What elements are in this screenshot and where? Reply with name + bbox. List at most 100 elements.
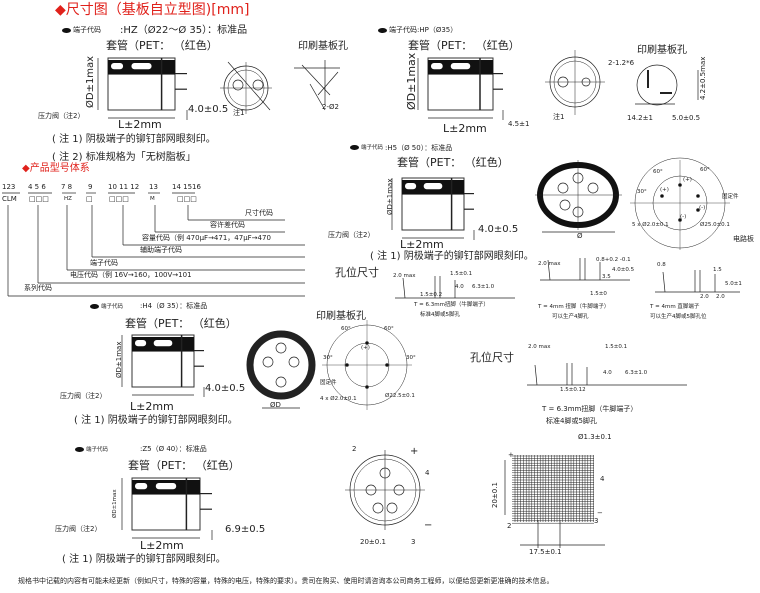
hz-pcb-title: 印刷基板孔 <box>298 41 348 52</box>
hz-valve: 压力阀（注2） <box>38 112 85 120</box>
h4-pcb-title: 印刷基板孔 <box>316 311 366 322</box>
pin-label: 3 <box>411 538 416 546</box>
hz-pcb-hole: 2-Ø2 <box>322 103 339 111</box>
h5-length: L±2mm <box>400 238 444 251</box>
h5-note1: ( 注 1) 阴极端子的铆钉部网眼刻印。 <box>370 251 534 262</box>
h4-diameter: ØD±1max <box>115 341 123 378</box>
caption: 可以生产4脚孔 <box>552 314 589 320</box>
hz-capacitor-side <box>97 57 188 120</box>
dim: 6.3±1.0 <box>625 370 648 376</box>
h5-holes: 5 x Ø2.0±0.1 <box>632 222 669 228</box>
dim: 1.5 <box>713 267 722 273</box>
h5-minus: (-) <box>699 205 706 211</box>
z5-terminal: :Z5（Ø 40）：标准品 <box>140 445 207 453</box>
hp-terminal: 端子代码:HP（Ø35） <box>378 27 457 34</box>
h4-length: L±2mm <box>130 400 174 413</box>
h5-angle: 30° <box>637 189 647 195</box>
page-title: ◆尺寸图（基板自立型图)[mm] <box>55 2 250 18</box>
dim: 2.0 <box>700 294 709 300</box>
pin-dim: 20±0.1 <box>360 538 386 546</box>
hp-pcb-hole: 2-1.2*6 <box>608 59 635 67</box>
caption: T = 4mm 直脚端子 <box>650 304 700 310</box>
h4-angle: 30° <box>323 355 333 361</box>
code-group: HZ <box>64 196 72 202</box>
note-1: ( 注 1) 阴极端子的铆钉部网眼刻印。 <box>52 134 216 145</box>
lead-diagram-c <box>655 270 740 293</box>
h5-circle: Ø25.0±0.1 <box>700 222 730 228</box>
h4-valve: 压力阀（注2） <box>60 392 107 400</box>
code-group: □□□ <box>177 195 197 203</box>
dim: 1.5±0 <box>590 291 607 297</box>
z5-sleeve: 套管（PET： （红色） <box>128 459 240 472</box>
h5-valve: 压力阀（注2） <box>328 231 375 239</box>
hz-pcb-hole-drawing <box>294 60 340 111</box>
h5-plus: (+) <box>660 187 669 193</box>
hp-pcb-view <box>635 64 699 106</box>
dim: 2.0 max <box>393 273 416 279</box>
h4-circle: Ø22.5±0.1 <box>385 393 415 399</box>
hp-capacitor-side <box>417 57 504 120</box>
dim: 2.0 <box>716 294 725 300</box>
h4-top-view <box>246 330 316 409</box>
digit-group: 123 <box>2 183 16 191</box>
caption: 可以生产4脚或5脚孔位 <box>650 314 707 320</box>
z5-valve: 压力阀（注2） <box>55 525 102 533</box>
h4-angle: 60° <box>384 326 394 332</box>
h4-angle: 30° <box>406 355 416 361</box>
dim: 1.5±0.12 <box>560 387 586 393</box>
pin-layout-view <box>345 450 425 530</box>
h5-board: 电路板 <box>733 235 754 243</box>
model-label: 尺寸代码 <box>245 209 273 217</box>
model-label: 容量代码（例 470μF→471，47μF→470 <box>142 234 271 242</box>
model-label: 辅助端子代码 <box>140 246 182 254</box>
holepos-title: 孔位尺寸 <box>335 266 379 279</box>
z5-lead: 6.9±0.5 <box>225 524 266 535</box>
lead-diagram-a <box>395 276 515 299</box>
dim: 0.8+0.2 -0.1 <box>596 257 631 263</box>
grid-label: + <box>508 451 514 459</box>
digit-group: 7 8 <box>61 183 73 191</box>
model-label: 系列代码 <box>24 284 52 292</box>
hz-length: L±2mm <box>118 118 162 131</box>
digit-group: 14 1516 <box>172 183 201 191</box>
caption: 标准4脚或5脚孔 <box>546 417 597 425</box>
code-group: □ <box>86 195 93 203</box>
dim: 4.0±0.5 <box>612 267 635 273</box>
hz-lead: 4.0±0.5 <box>188 104 229 115</box>
pin-label: + <box>410 446 419 457</box>
hp-height: 4.2±0.5max <box>699 56 707 100</box>
footer-disclaimer: 规格书中记载的内容有可能未经更新（例如尺寸，特殊的容量，特殊的电压，特殊的要求）… <box>18 577 554 585</box>
h4-terminal: :H4（Ø 35）：标准品 <box>140 302 208 310</box>
dim: 5.0±1 <box>725 281 742 287</box>
z5-note1: ( 注 1) 阴极端子的铆钉部网眼刻印。 <box>62 554 226 565</box>
dim: 2.0 max <box>538 261 561 267</box>
pin-label: − <box>424 520 433 531</box>
h5-angle: 60° <box>653 169 663 175</box>
hp-dim1: 14.2±1 <box>627 114 653 122</box>
h5-diameter: ØD±1max <box>386 178 394 215</box>
dim: 1.5±0.2 <box>420 292 443 298</box>
h5-minus: (-) <box>680 214 687 220</box>
pin-label: 2 <box>352 445 357 453</box>
digit-group: 4 5 6 <box>28 183 46 191</box>
caption: T = 4mm 扭脚（牛脚端子） <box>538 304 610 310</box>
h5-angle: 60° <box>700 167 710 173</box>
grid-vdim: 20±0.1 <box>491 482 499 508</box>
hz-diameter: ØD±1max <box>85 55 96 108</box>
hp-top-view <box>545 50 605 115</box>
z5-diameter: ØD±1max <box>112 489 118 518</box>
pcb-hole-grid <box>504 455 605 548</box>
h4-holes: 4 x Ø2.0±0.1 <box>320 396 357 402</box>
h4-fixture: 固定件 <box>320 380 337 386</box>
h5-lead: 4.0±0.5 <box>478 224 519 235</box>
digit-group: 9 <box>88 183 93 191</box>
hz-sleeve: 套管（PET： （红色） <box>106 39 218 52</box>
grid-label: 3 <box>594 517 599 525</box>
hp-note1-mark: 注1 <box>553 113 565 121</box>
caption: 标准4脚或5脚孔 <box>420 312 460 318</box>
dim: 6.3±1.0 <box>472 284 495 290</box>
hz-note1-mark: 注1 <box>233 109 245 117</box>
h5-capacitor-side <box>391 177 475 240</box>
